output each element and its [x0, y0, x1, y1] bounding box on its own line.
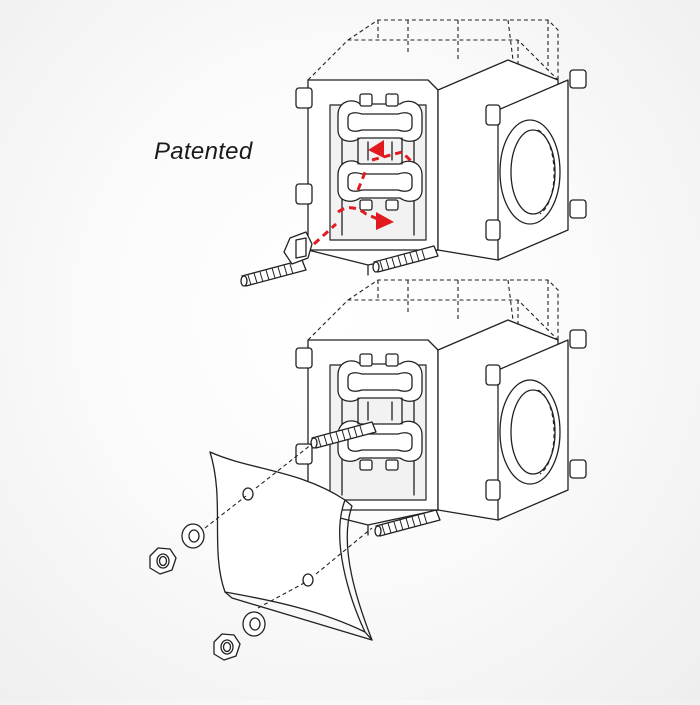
- alignment-lines: [204, 443, 373, 609]
- hex-nut-upper: [149, 547, 177, 575]
- mounting-plate: [209, 451, 373, 641]
- top-assembly: [295, 19, 587, 276]
- red-guide-arrows: [312, 140, 414, 246]
- patented-caption: Patented: [154, 138, 253, 165]
- hex-nut-lower: [213, 633, 241, 661]
- hex-bolt: [240, 231, 313, 287]
- washer-lower: [242, 611, 266, 637]
- installed-stud-lower: [374, 509, 441, 537]
- washer-upper: [181, 523, 205, 549]
